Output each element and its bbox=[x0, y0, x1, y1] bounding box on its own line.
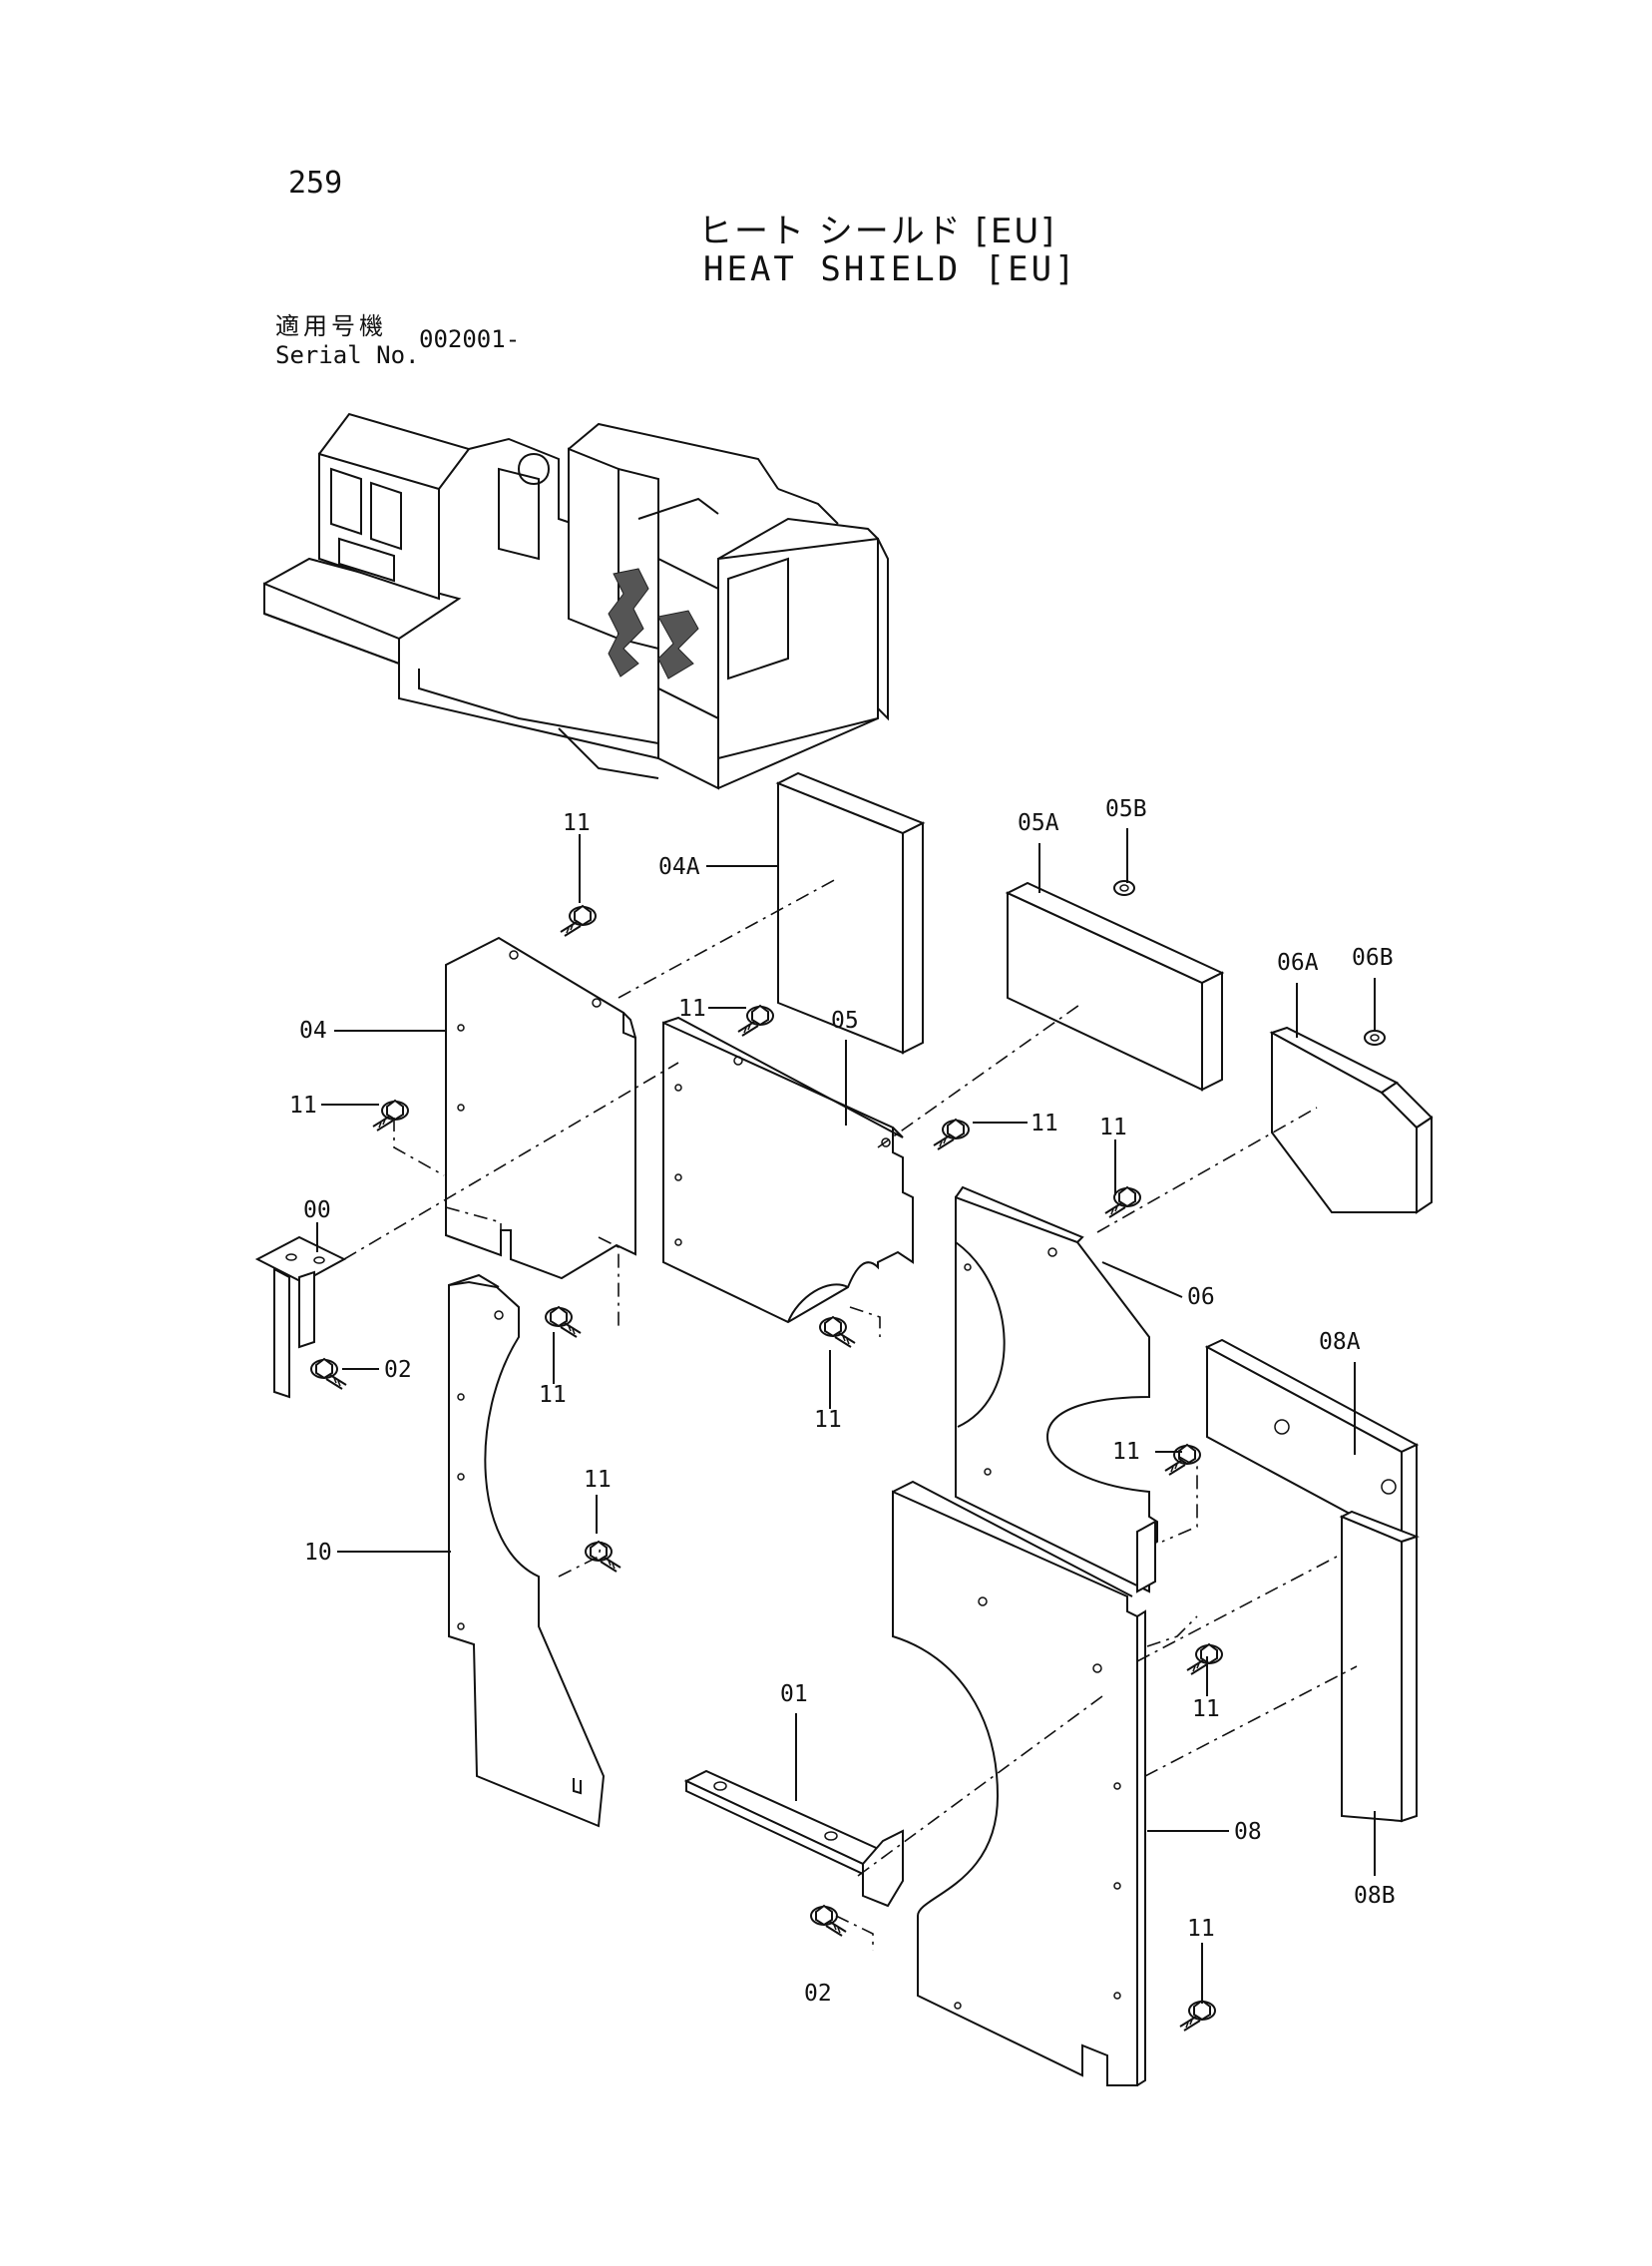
insulation-04A bbox=[775, 771, 926, 1055]
clip-05B bbox=[1113, 880, 1135, 896]
serial-label-japanese: 適用号機 bbox=[275, 312, 387, 340]
leader-lines bbox=[316, 828, 1376, 2004]
title-japanese: ヒート シールド [EU] bbox=[698, 212, 1056, 251]
callout-11: 11 bbox=[678, 996, 706, 1022]
callout-11: 11 bbox=[1031, 1111, 1058, 1136]
callout-11: 11 bbox=[1112, 1439, 1140, 1465]
panel-04 bbox=[445, 936, 636, 1280]
bolt-icon bbox=[1179, 1999, 1216, 2032]
callout-11: 11 bbox=[814, 1407, 842, 1433]
callout-11: 11 bbox=[563, 810, 591, 836]
callout-04: 04 bbox=[299, 1018, 327, 1044]
bolt-icon bbox=[819, 1315, 856, 1348]
callout-labels: 04 04A 05A 05B 05 06A 06B 06 08A 08 08B … bbox=[289, 796, 1396, 2007]
bolt-icon bbox=[560, 904, 597, 937]
callout-00: 00 bbox=[303, 1197, 331, 1223]
callout-05A: 05A bbox=[1018, 810, 1059, 836]
callout-08A: 08A bbox=[1319, 1329, 1361, 1355]
callout-06A: 06A bbox=[1277, 950, 1319, 976]
serial-number-value: 002001- bbox=[419, 325, 521, 353]
clip-06B bbox=[1364, 1030, 1386, 1046]
serial-label-english: Serial No. bbox=[275, 341, 420, 369]
callout-06B: 06B bbox=[1352, 945, 1394, 971]
callout-11: 11 bbox=[289, 1093, 317, 1119]
panel-05 bbox=[662, 1016, 914, 1324]
alignment-lines bbox=[343, 877, 1358, 1951]
callout-01: 01 bbox=[780, 1681, 808, 1707]
bolt-icon bbox=[810, 1904, 847, 1937]
panel-06 bbox=[955, 1185, 1158, 1593]
callout-08: 08 bbox=[1234, 1819, 1262, 1845]
callout-11: 11 bbox=[1099, 1115, 1127, 1140]
callout-11: 11 bbox=[584, 1467, 612, 1493]
bracket-01 bbox=[683, 1769, 904, 1908]
title-english: HEAT SHIELD [EU] bbox=[703, 249, 1078, 289]
callout-08B: 08B bbox=[1354, 1883, 1396, 1909]
bolts bbox=[310, 904, 1223, 2032]
callout-05B: 05B bbox=[1105, 796, 1147, 822]
machine-overview-illustration bbox=[263, 412, 889, 790]
callout-11: 11 bbox=[1187, 1916, 1215, 1942]
page-number: 259 bbox=[288, 166, 343, 201]
bracket-00 bbox=[254, 1235, 347, 1399]
bolt-icon bbox=[310, 1357, 347, 1390]
callout-11: 11 bbox=[1192, 1696, 1220, 1722]
bolt-icon bbox=[1164, 1443, 1201, 1476]
callout-04A: 04A bbox=[658, 854, 700, 880]
callout-02: 02 bbox=[804, 1981, 832, 2007]
callout-05: 05 bbox=[831, 1008, 859, 1034]
panel-08 bbox=[892, 1480, 1146, 2086]
callout-11: 11 bbox=[539, 1382, 567, 1408]
insulation-08A bbox=[1204, 1338, 1420, 1544]
callout-10: 10 bbox=[304, 1540, 332, 1566]
insulation-08B bbox=[1339, 1510, 1420, 1823]
callout-06: 06 bbox=[1187, 1284, 1215, 1310]
bolt-icon bbox=[1186, 1642, 1223, 1675]
bolt-icon bbox=[933, 1118, 970, 1150]
bolt-icon bbox=[585, 1540, 621, 1573]
bolt-icon bbox=[737, 1004, 774, 1037]
insulation-05A bbox=[1005, 881, 1225, 1092]
bolt-icon bbox=[1104, 1185, 1141, 1218]
panel-10 bbox=[448, 1273, 606, 1828]
bolt-icon bbox=[545, 1305, 582, 1338]
callout-02: 02 bbox=[384, 1357, 412, 1383]
insulation-06A bbox=[1269, 1026, 1434, 1214]
bolt-icon bbox=[372, 1099, 409, 1132]
